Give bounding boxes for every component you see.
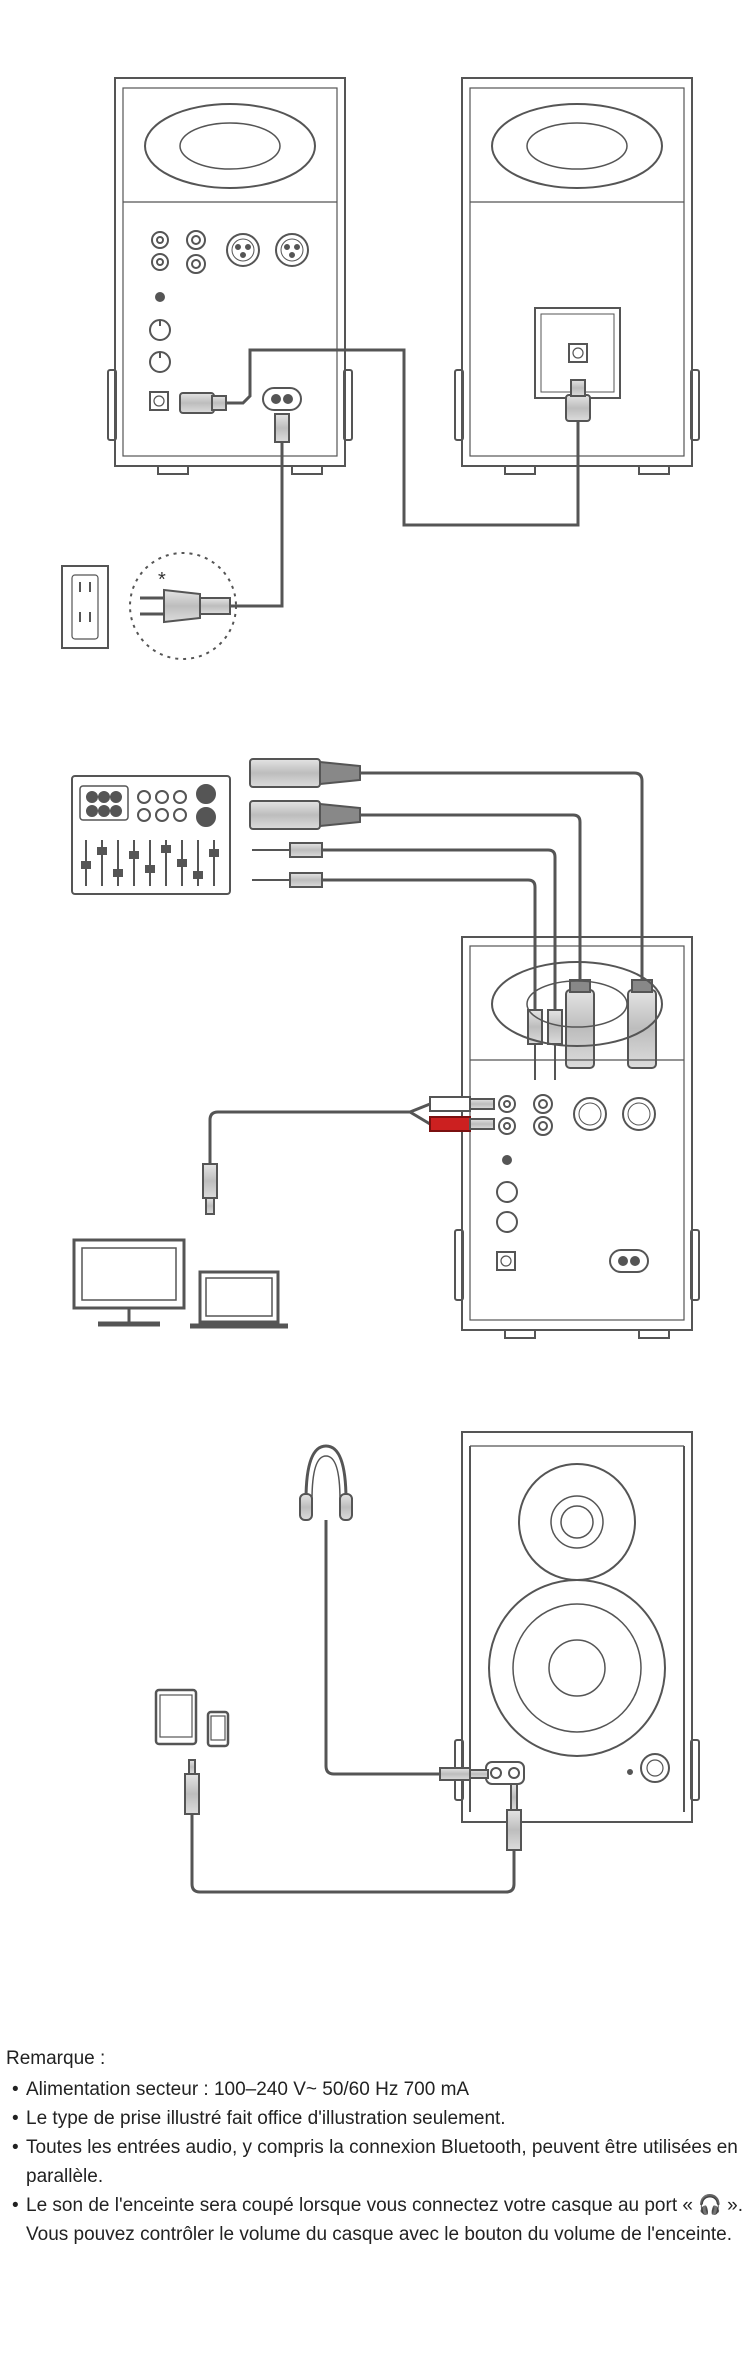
aux-cable-icon: [202, 1163, 218, 1215]
headphones-icon: [299, 1444, 489, 1781]
laptop-icon: [190, 1270, 288, 1329]
monitor-icon: [72, 1238, 186, 1327]
aux-cable-icon: [184, 1759, 522, 1894]
speaker-back-panel-icon: [454, 936, 700, 1339]
interconnect-cable-icon: [179, 348, 591, 527]
notes-title: Remarque :: [6, 2048, 106, 2069]
power-cable-icon: [230, 413, 290, 608]
xlr-cable-icon: [249, 758, 657, 1069]
notes-list: Alimentation secteur : 100–240 V~ 50/60 …: [6, 2075, 746, 2249]
note-item: Le type de prise illustré fait office d'…: [6, 2104, 746, 2133]
note-item: Toutes les entrées audio, y compris la c…: [6, 2133, 746, 2191]
wall-outlet-icon: [61, 565, 109, 649]
notes-section: Remarque : Alimentation secteur : 100–24…: [6, 2044, 746, 2249]
power-plug-icon: [129, 552, 237, 660]
speaker-front-icon: [454, 1431, 700, 1823]
asterisk-label: *: [158, 569, 166, 591]
connection-diagrams: *: [61, 77, 700, 1894]
speaker-back-panel-icon: [107, 77, 353, 475]
audio-mixer-icon: [71, 775, 231, 895]
tablet-icon: [154, 1688, 198, 1746]
note-item: Alimentation secteur : 100–240 V~ 50/60 …: [6, 2075, 746, 2104]
rca-cable-icon: [208, 1096, 495, 1200]
input-connection-panel: [71, 758, 700, 1339]
trs-cable-icon: [252, 842, 563, 1080]
headphone-connection-panel: [154, 1431, 700, 1894]
phone-icon: [206, 1710, 230, 1748]
power-connection-panel: *: [61, 77, 700, 660]
note-item: Le son de l'enceinte sera coupé lorsque …: [6, 2191, 746, 2249]
